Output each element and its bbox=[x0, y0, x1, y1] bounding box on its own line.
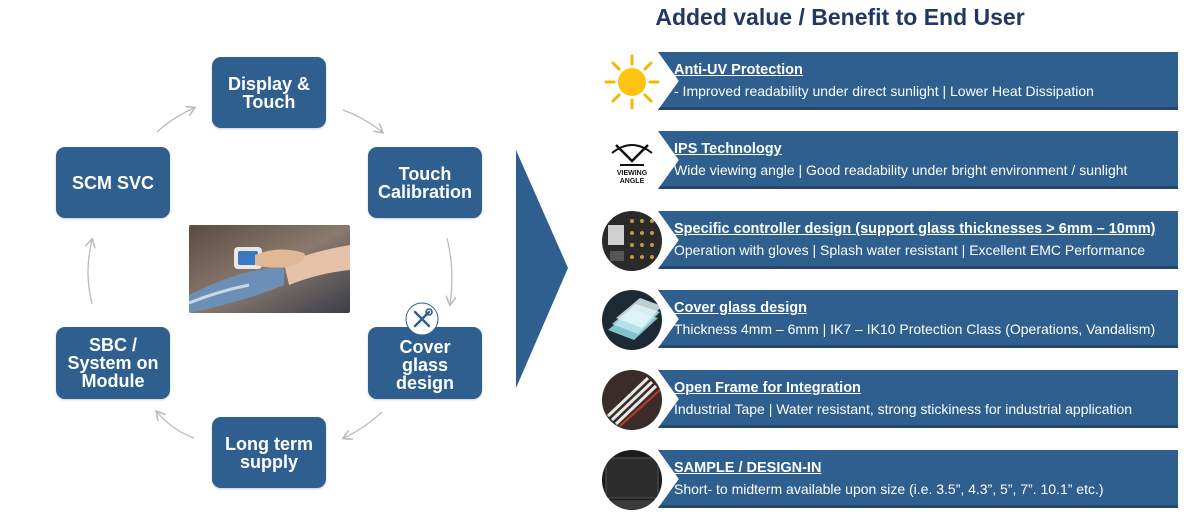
benefit-bar bbox=[658, 370, 1178, 428]
benefit-description: Short- to midterm available upon size (i… bbox=[674, 481, 1104, 497]
arrow-display-to-calibration bbox=[342, 109, 382, 132]
benefit-item: SAMPLE / DESIGN-IN Short- to midterm ava… bbox=[600, 450, 1180, 514]
node-cover-glass-design: Cover glass design bbox=[368, 327, 482, 399]
arrow-scm-to-display bbox=[156, 108, 194, 133]
benefit-title: SAMPLE / DESIGN-IN bbox=[674, 460, 822, 476]
benefit-bar bbox=[658, 290, 1178, 348]
svg-text:ANGLE: ANGLE bbox=[620, 178, 645, 185]
benefit-item: Cover glass design Thickness 4mm – 6mm |… bbox=[600, 290, 1180, 354]
arrow-calibration-to-cover bbox=[447, 237, 452, 304]
benefit-description: Wide viewing angle | Good readability un… bbox=[674, 162, 1128, 178]
panel-title: Added value / Benefit to End User bbox=[655, 4, 1025, 30]
sun-icon bbox=[602, 52, 662, 112]
cover-glass-icon bbox=[602, 290, 662, 350]
arrow-supply-to-sbc bbox=[157, 412, 195, 439]
arrow-sbc-to-scm bbox=[88, 240, 92, 305]
benefit-item: VIEWING ANGLE IPS Technology Wide viewin… bbox=[600, 131, 1180, 195]
benefit-bar bbox=[658, 211, 1178, 269]
svg-text:VIEWING: VIEWING bbox=[617, 170, 648, 177]
node-display-touch: Display & Touch bbox=[212, 57, 326, 128]
benefit-title: IPS Technology bbox=[674, 141, 782, 157]
benefit-bar bbox=[658, 131, 1178, 189]
benefit-title: Anti-UV Protection bbox=[674, 62, 803, 78]
benefit-description: Industrial Tape | Water resistant, stron… bbox=[674, 401, 1133, 417]
benefit-description: Thickness 4mm – 6mm | IK7 – IK10 Protect… bbox=[674, 321, 1156, 337]
smartwatch-photo bbox=[189, 225, 350, 313]
benefit-bar bbox=[658, 52, 1178, 110]
open-frame-icon bbox=[602, 370, 662, 430]
benefit-title: Specific controller design (support glas… bbox=[674, 221, 1156, 237]
arrow-cover-to-supply bbox=[344, 411, 383, 438]
benefit-item: Anti-UV Protection - Improved readabilit… bbox=[600, 52, 1180, 116]
controller-board-icon bbox=[602, 211, 662, 271]
node-long-term-supply: Long term supply bbox=[212, 417, 326, 488]
tools-icon bbox=[405, 302, 439, 336]
benefit-description: - Improved readability under direct sunl… bbox=[674, 83, 1094, 99]
benefit-title: Cover glass design bbox=[674, 300, 807, 316]
viewing-angle-icon: VIEWING ANGLE bbox=[602, 131, 662, 191]
node-scm-svc: SCM SVC bbox=[56, 147, 170, 218]
benefit-item: Open Frame for Integration Industrial Ta… bbox=[600, 370, 1180, 434]
cycle-arrows bbox=[0, 0, 600, 518]
benefit-bar bbox=[658, 450, 1178, 508]
benefit-item: Specific controller design (support glas… bbox=[600, 211, 1180, 275]
benefit-title: Open Frame for Integration bbox=[674, 380, 861, 396]
benefit-description: Operation with gloves | Splash water res… bbox=[674, 242, 1146, 258]
chevron-right-icon bbox=[516, 150, 568, 388]
node-touch-calibration: Touch Calibration bbox=[368, 147, 482, 218]
node-sbc-system-on-module: SBC / System on Module bbox=[56, 327, 170, 399]
sample-display-icon bbox=[602, 450, 662, 510]
